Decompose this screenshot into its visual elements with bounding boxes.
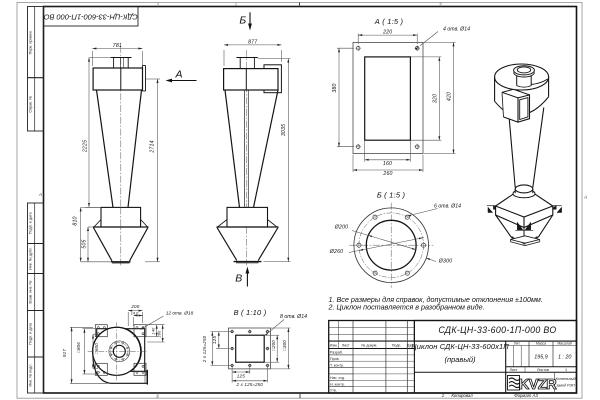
svg-text:781: 781 <box>113 43 122 49</box>
svg-text:Масса: Масса <box>536 341 546 345</box>
svg-text:1. Все размеры для справок, до: 1. Все размеры для справок, допустимые о… <box>329 295 543 304</box>
svg-text:Подп. и дата: Подп. и дата <box>29 322 33 345</box>
svg-text:260: 260 <box>382 171 392 177</box>
svg-text:Утв.: Утв. <box>330 389 337 393</box>
svg-text:2. Циклон поставляется в разоб: 2. Циклон поставляется в разобранном вид… <box>328 303 485 312</box>
svg-text:KVZR: KVZR <box>519 377 558 393</box>
svg-text:14.0: 14.0 <box>131 311 139 315</box>
svg-text:Котельный: Котельный <box>555 377 575 381</box>
svg-text:□600: □600 <box>94 343 99 354</box>
svg-text:Лист: Лист <box>510 368 518 372</box>
svg-text:220: 220 <box>382 30 392 36</box>
svg-text:Формат А3: Формат А3 <box>514 393 538 398</box>
svg-text:12 отв. Ø18: 12 отв. Ø18 <box>166 311 194 317</box>
svg-text:2: 2 <box>235 2 237 6</box>
svg-text:8 отв. Ø14: 8 отв. Ø14 <box>280 314 307 320</box>
svg-text:А: А <box>38 192 42 198</box>
svg-text:А ( 1:5 ): А ( 1:5 ) <box>374 17 404 26</box>
svg-text:Лит.: Лит. <box>514 341 520 345</box>
svg-text:1: 1 <box>442 393 445 398</box>
svg-text:1: 1 <box>565 368 567 372</box>
svg-text:№ докум.: № докум. <box>362 343 378 347</box>
svg-text:В ( 1:10 ): В ( 1:10 ) <box>234 308 267 317</box>
svg-text:Листов: Листов <box>537 368 549 372</box>
svg-text:420: 420 <box>447 92 453 101</box>
svg-text:Т. контр.: Т. контр. <box>330 363 344 367</box>
svg-text:Н. контр.: Н. контр. <box>330 382 345 386</box>
svg-text:Б: Б <box>239 15 246 27</box>
svg-text:7: 7 <box>439 2 441 6</box>
svg-text:917: 917 <box>62 349 67 358</box>
svg-text:1 : 20: 1 : 20 <box>558 355 572 361</box>
svg-text:2 x 125=250: 2 x 125=250 <box>236 382 264 387</box>
svg-text:2225: 2225 <box>82 140 88 153</box>
svg-text:Ø300: Ø300 <box>438 259 453 265</box>
svg-text:3035: 3035 <box>281 124 287 136</box>
svg-text:Инв. № дубл.: Инв. № дубл. <box>29 247 33 270</box>
svg-text:Нач. отд.: Нач. отд. <box>330 376 345 380</box>
svg-text:Инв. № подл.: Инв. № подл. <box>29 364 33 387</box>
svg-text:2714: 2714 <box>149 140 155 153</box>
svg-text:А: А <box>174 69 182 81</box>
svg-text:завод РЭП: завод РЭП <box>555 384 575 388</box>
svg-text:200: 200 <box>130 304 140 309</box>
svg-text:Масштаб: Масштаб <box>557 341 572 345</box>
svg-text:(правый): (правый) <box>444 355 476 364</box>
svg-text:СДК-ЦН-33-600-1П-000 ВО: СДК-ЦН-33-600-1П-000 ВО <box>438 325 556 335</box>
svg-text:125: 125 <box>237 373 246 378</box>
svg-text:6 отв. Ø14: 6 отв. Ø14 <box>434 204 461 210</box>
svg-text:Ø200: Ø200 <box>334 225 349 231</box>
svg-text:195,9: 195,9 <box>534 355 548 361</box>
svg-text:□300: □300 <box>282 340 287 351</box>
svg-text:Пров.: Пров. <box>330 357 340 361</box>
svg-text:□806: □806 <box>76 342 81 353</box>
svg-text:140: 140 <box>151 327 155 335</box>
svg-text:□200: □200 <box>271 340 276 351</box>
svg-text:Дата: Дата <box>407 343 415 347</box>
svg-text:Лист: Лист <box>342 343 350 347</box>
svg-text:2: 2 <box>156 394 158 398</box>
svg-text:2 x 125=250: 2 x 125=250 <box>202 335 207 363</box>
svg-text:СДК-ЦН-33-600-1П-000 ВО: СДК-ЦН-33-600-1П-000 ВО <box>44 12 138 21</box>
svg-text:125: 125 <box>212 336 217 345</box>
svg-text:380: 380 <box>332 83 338 92</box>
svg-text:Циклон СДК-ЦН-33-600х1П: Циклон СДК-ЦН-33-600х1П <box>411 342 509 351</box>
svg-text:Копировал: Копировал <box>451 393 473 398</box>
svg-text:Взам. инв. №: Взам. инв. № <box>29 281 33 304</box>
svg-text:200: 200 <box>157 330 161 339</box>
svg-text:Б ( 1:5 ): Б ( 1:5 ) <box>377 191 406 200</box>
svg-text:Подп. и дата: Подп. и дата <box>29 211 33 234</box>
svg-text:KVZR: KVZR <box>519 377 558 393</box>
svg-text:Справ. №: Справ. № <box>29 96 33 113</box>
svg-text:Ø260: Ø260 <box>329 249 344 255</box>
svg-text:320: 320 <box>432 94 438 103</box>
svg-text:Подп.: Подп. <box>392 343 402 347</box>
svg-text:А: А <box>583 195 587 200</box>
svg-text:505: 505 <box>81 239 87 248</box>
svg-text:877: 877 <box>248 39 258 45</box>
svg-text:В: В <box>235 273 242 285</box>
svg-text:Изм.: Изм. <box>330 343 338 347</box>
svg-text:810: 810 <box>73 216 79 225</box>
svg-text:160: 160 <box>383 161 392 167</box>
svg-text:Перв. примен.: Перв. примен. <box>29 30 33 55</box>
svg-text:4 отв. Ø14: 4 отв. Ø14 <box>443 27 470 33</box>
svg-text:Разраб.: Разраб. <box>330 351 343 355</box>
